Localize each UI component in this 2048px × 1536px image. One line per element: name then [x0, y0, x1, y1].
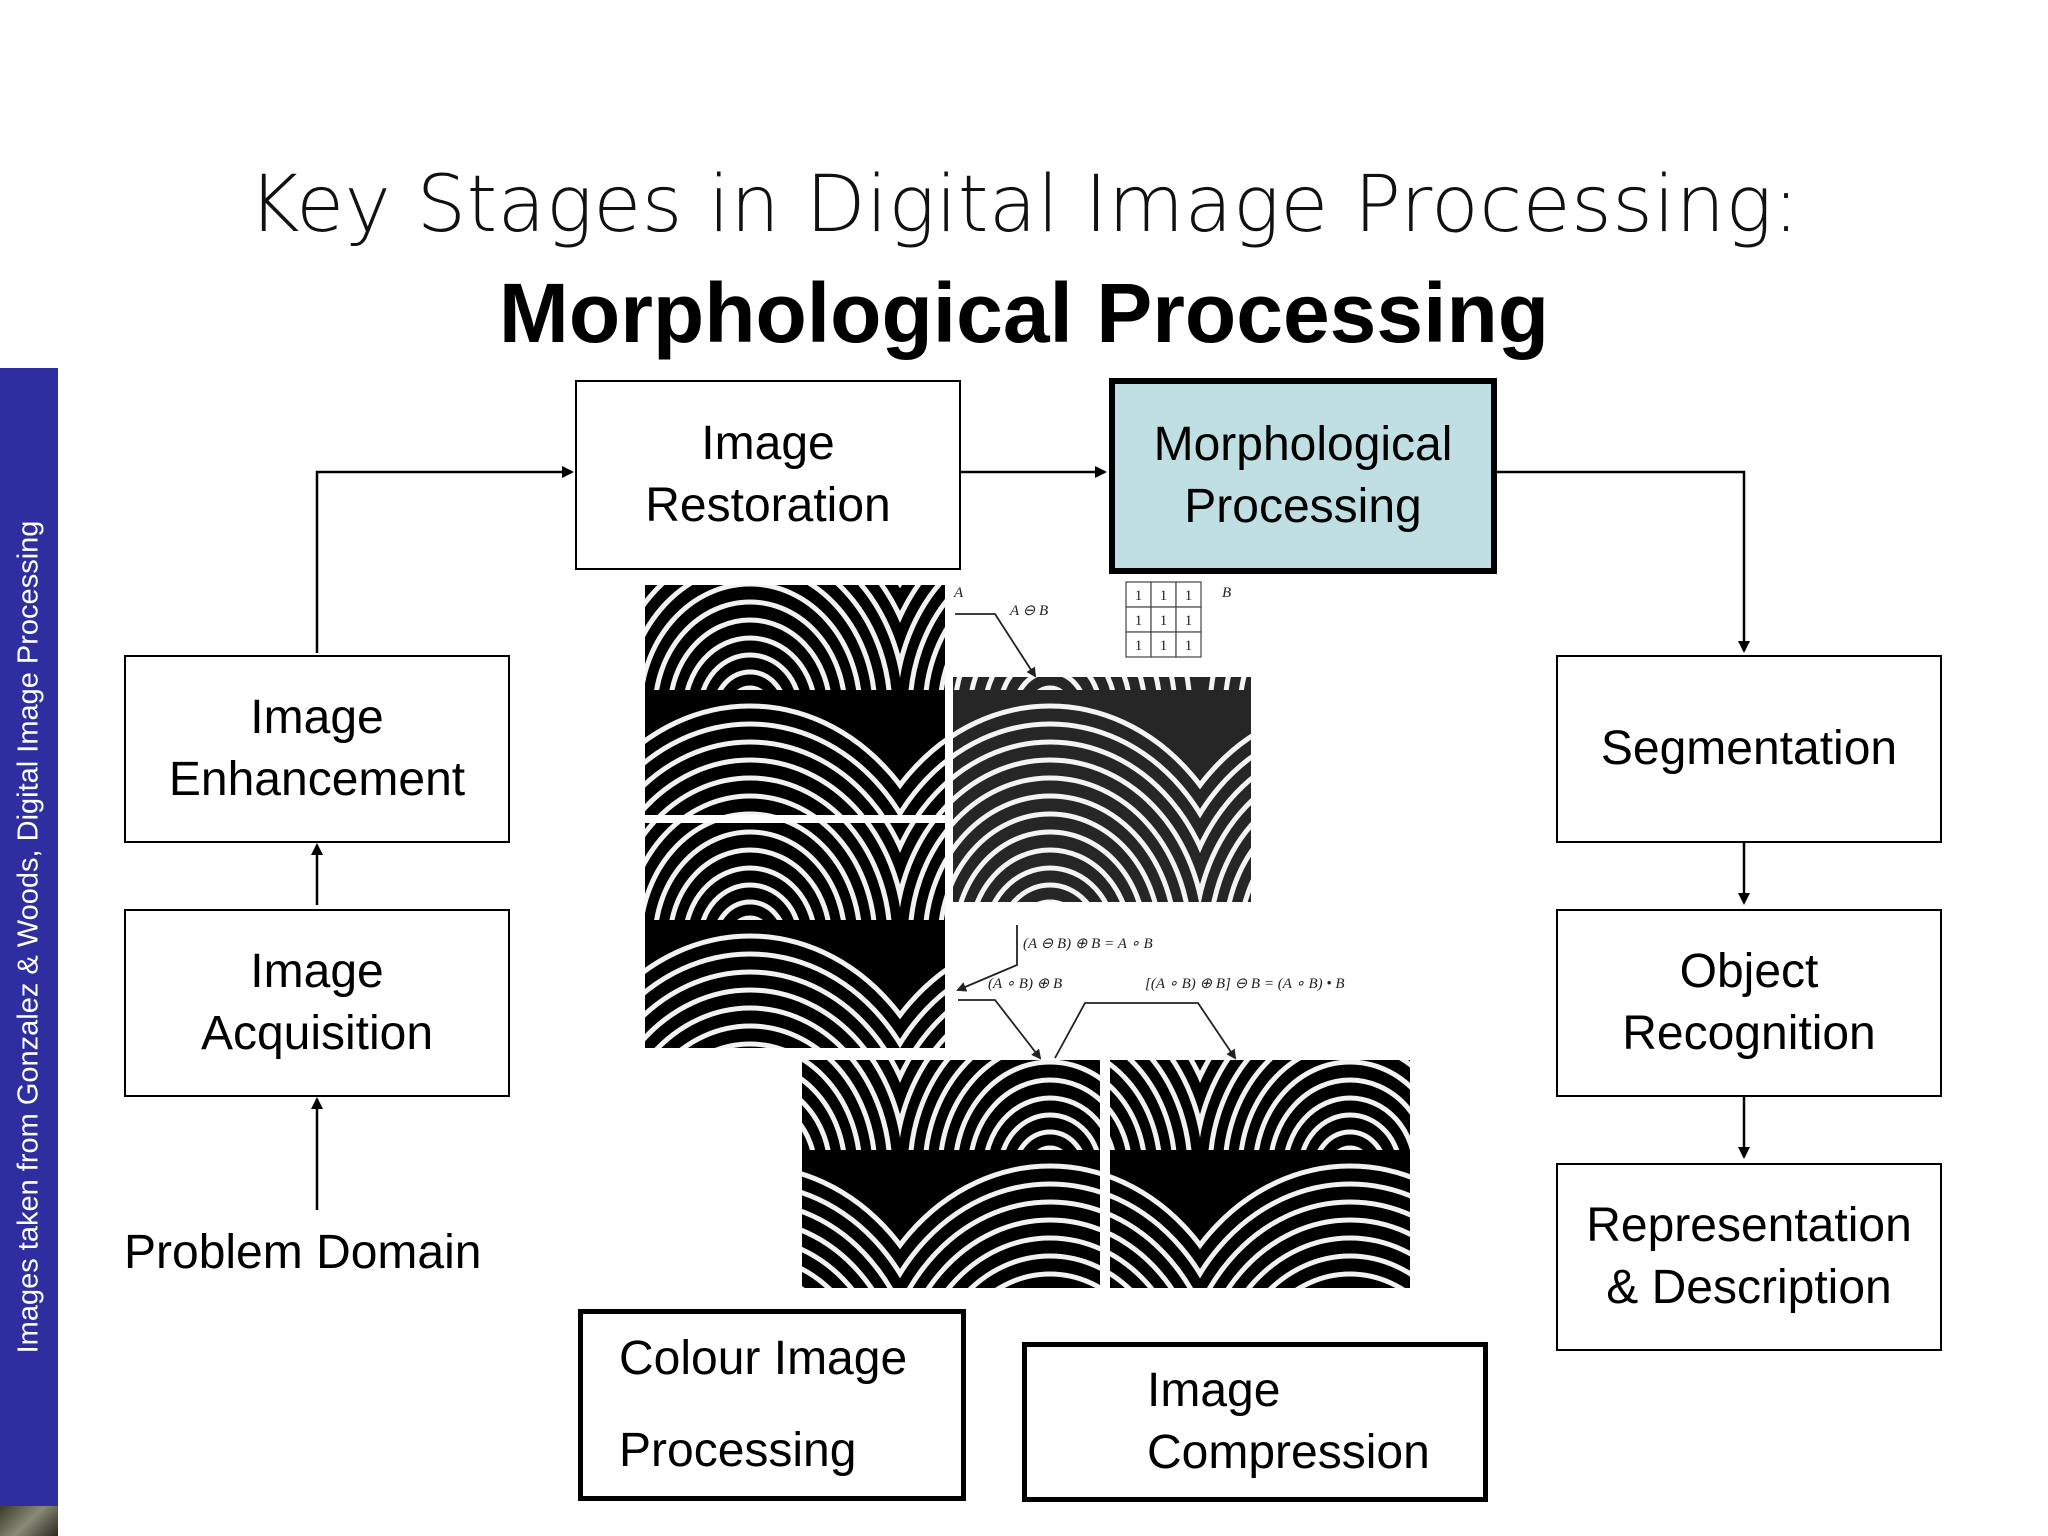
object-recognition-box: Object Recognition: [1556, 909, 1942, 1097]
box-line: Compression: [1147, 1426, 1430, 1479]
box-line: Morphological: [1153, 418, 1453, 471]
image-acquisition-box: Image Acquisition: [124, 909, 510, 1097]
box-line: Image: [701, 417, 835, 470]
box-line: Colour Image: [619, 1332, 908, 1385]
sidebar-credit-bar: [0, 368, 58, 1506]
box-line: Segmentation: [1600, 722, 1898, 775]
label-closing: [(A ∘ B) ⊕ B] ⊖ B = (A ∘ B) • B: [1145, 976, 1345, 992]
structuring-element-value: 1: [1160, 613, 1168, 629]
box-line: Recognition: [1622, 1007, 1876, 1060]
arrow-morphological-to-segmentation: [1493, 470, 1750, 653]
box-line: Acquisition: [200, 1007, 434, 1060]
structuring-element-value: 1: [1185, 588, 1193, 604]
label-B: B: [1222, 585, 1231, 601]
image-restoration-box: Image Restoration: [575, 380, 961, 570]
label-opening: (A ⊖ B) ⊕ B = A ∘ B: [1023, 936, 1153, 952]
fingerprint-opening: [645, 823, 945, 1048]
structuring-element-value: 1: [1135, 638, 1143, 654]
fingerprint-eroded: [953, 677, 1251, 902]
box-line: & Description: [1606, 1261, 1892, 1314]
fig-arrow-opening: [956, 925, 1018, 992]
structuring-element-cell: [1175, 581, 1202, 608]
box-line: Processing: [619, 1424, 857, 1477]
box-line: Image: [250, 691, 384, 744]
label-erosion: A ⊖ B: [1009, 603, 1048, 619]
box-line: Image: [250, 945, 384, 998]
fingerprint-opening-dilated: [802, 1060, 1100, 1288]
fig-arrow-erosion: [955, 613, 1037, 678]
fingerprint-closing: [1110, 1060, 1410, 1288]
sidebar-thumbnail-image: [0, 1506, 58, 1536]
structuring-element-cell: [1175, 606, 1202, 633]
structuring-element-value: 1: [1185, 638, 1193, 654]
box-line: Representation: [1586, 1199, 1912, 1252]
image-compression-box: Image Compression: [1022, 1342, 1488, 1502]
slide-subtitle: Morphological Processing: [498, 266, 1550, 360]
box-line: Enhancement: [168, 753, 466, 806]
arrow-enhancement-to-restoration: [315, 466, 574, 653]
label-opening-dilate: (A ∘ B) ⊕ B: [988, 976, 1062, 992]
morphological-processing-box: Morphological Processing: [1109, 378, 1497, 574]
segmentation-box: Segmentation: [1556, 655, 1942, 843]
fingerprint-original: [645, 585, 945, 815]
structuring-element-value: 1: [1185, 613, 1193, 629]
slide-title: Key Stages in Digital Image Processing:: [248, 160, 1800, 250]
structuring-element-cell: [1125, 581, 1152, 608]
box-line: Processing: [1184, 480, 1422, 533]
structuring-element-value: 1: [1160, 588, 1168, 604]
structuring-element-value: 1: [1160, 638, 1168, 654]
colour-image-processing-box: Colour Image Processing: [578, 1309, 966, 1501]
representation-description-box: Representation & Description: [1556, 1163, 1942, 1351]
structuring-element-cell: [1175, 631, 1202, 658]
box-line: Image: [1147, 1364, 1281, 1417]
fig-arrow-to-dilated: [958, 999, 1042, 1060]
box-line: Restoration: [645, 479, 891, 532]
structuring-element-grid: 1 1 1 1 1 1 1 1 1: [1125, 581, 1202, 658]
problem-domain-label: Problem Domain: [124, 1226, 482, 1279]
structuring-element-value: 1: [1135, 613, 1143, 629]
label-A: A: [953, 585, 964, 601]
image-enhancement-box: Image Enhancement: [124, 655, 510, 843]
box-line: Object: [1679, 945, 1819, 998]
fig-arrow-to-closing: [1054, 1002, 1237, 1060]
structuring-element-value: 1: [1135, 588, 1143, 604]
